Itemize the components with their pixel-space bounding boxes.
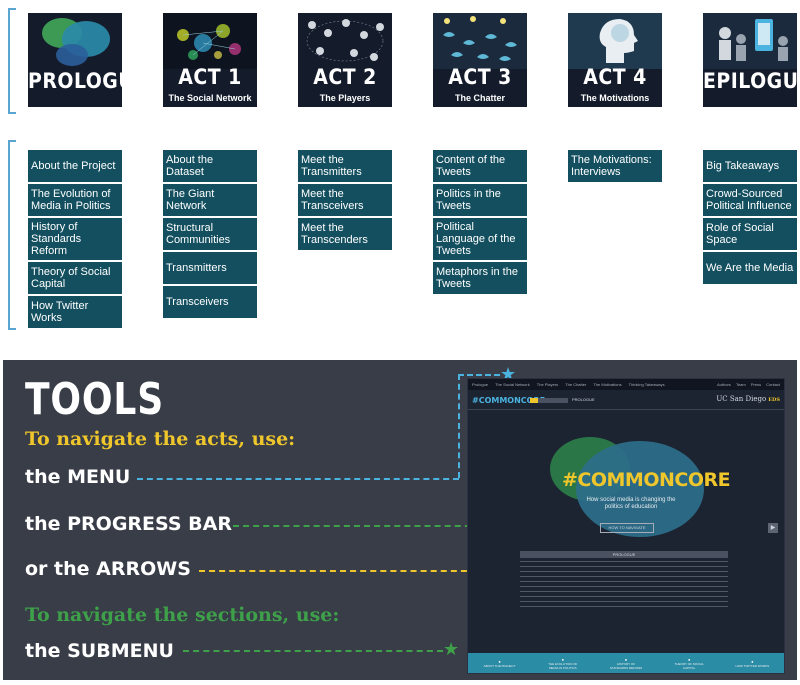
submenu-label: the SUBMENU [25,640,174,662]
submenu-item[interactable]: Meet the Transceivers [298,184,392,218]
submenu-item[interactable]: Transceivers [163,286,257,320]
tile-subtitle: The Chatter [454,93,505,103]
hero-tagline: How social media is changing the politic… [586,497,676,510]
sections-nav-heading: To navigate the sections, use: [25,604,340,626]
bracket-top [8,8,16,114]
acts-nav-heading: To navigate the acts, use: [25,428,296,450]
birds-chatter-icon [433,13,527,69]
submenu-item[interactable]: We Are the Media [703,252,797,286]
progress-bar-label: the PROGRESS BAR [25,513,232,535]
submenu-item[interactable]: Role of Social Space [703,218,797,252]
progress-connector [233,525,491,527]
submenu-act-4: The Motivations: Interviews [568,150,662,184]
submenu-item[interactable]: The Motivations: Interviews [568,150,662,184]
submenu-item[interactable]: Crowd-Sourced Political Influence [703,184,797,218]
submenu-item[interactable]: Politics in the Tweets [433,184,527,218]
section-label: PROLOGUE [520,551,728,558]
submenu-act-3: Content of the Tweets Politics in the Tw… [433,150,527,296]
submenu-item[interactable]: Meet the Transmitters [298,150,392,184]
arrows-label: or the ARROWS [25,558,191,580]
site-submenu-item[interactable]: HOW TWITTER WORKS [735,659,770,668]
site-submenu-item[interactable]: THEORY OF SOCIAL CAPITAL [672,657,706,670]
submenu-item[interactable]: The Giant Network [163,184,257,218]
bracket-bottom [8,140,16,330]
tools-panel: TOOLS To navigate the acts, use: the MEN… [3,360,797,680]
tile-title: ACT 2 [313,65,377,89]
submenu-item[interactable]: Content of the Tweets [433,150,527,184]
tile-title: ACT 4 [583,65,647,89]
site-divider [468,409,784,410]
tools-heading: TOOLS [25,374,165,425]
progress-label: PROLOGUE [572,397,595,402]
site-submenu-item[interactable]: ABOUT THE PROJECT [483,659,517,668]
tile-prologue[interactable]: PROLOGUE [28,13,122,107]
submenu-act-2: Meet the Transmitters Meet the Transceiv… [298,150,392,252]
tile-title: ACT 1 [178,65,242,89]
progress-fill [530,398,538,403]
submenu-item[interactable]: The Evolution of Media in Politics [28,184,122,218]
how-to-navigate-button[interactable]: HOW TO NAVIGATE [600,523,654,533]
submenu-epilogue: Big Takeaways Crowd-Sourced Political In… [703,150,797,286]
submenu-item[interactable]: Meet the Transcenders [298,218,392,252]
submenu-item[interactable]: How Twitter Works [28,296,122,330]
site-screenshot: Prologue The Social Network The Players … [467,378,785,674]
tile-act-3[interactable]: ACT 3 The Chatter [433,13,527,107]
tile-title: EPILOGUE [703,69,797,93]
submenu-item[interactable]: About the Dataset [163,150,257,184]
submenu-act-1: About the Dataset The Giant Network Stru… [163,150,257,320]
site-submenu-item[interactable]: HISTORY OF STANDARDS REFORM [609,657,643,670]
tile-subtitle: The Social Network [168,93,252,103]
speech-bubbles-icon [42,18,110,66]
network-graph-icon [163,13,257,69]
tile-act-1[interactable]: ACT 1 The Social Network [163,13,257,107]
hero-title: #COMMONCORE [562,469,731,491]
phone-crowd-icon [703,13,797,69]
tile-act-2[interactable]: ACT 2 The Players [298,13,392,107]
site-top-menu[interactable]: Prologue The Social Network The Players … [468,379,784,390]
menu-connector-top [458,374,500,376]
submenu-item[interactable]: Theory of Social Capital [28,262,122,296]
submenu-prologue: About the Project The Evolution of Media… [28,150,122,330]
blue-bubble-icon [576,441,704,537]
tile-subtitle: The Players [319,93,371,103]
site-progress-bar[interactable] [530,398,568,403]
submenu-item[interactable]: Metaphors in the Tweets [433,262,527,296]
section-body-text [520,561,728,611]
tile-epilogue[interactable]: EPILOGUE [703,13,797,107]
submenu-item[interactable]: Political Language of the Tweets [433,218,527,262]
players-icon [306,19,384,62]
star-icon: ★ [443,639,460,659]
menu-connector [137,478,459,480]
next-arrow-icon[interactable]: ▶ [768,523,778,533]
menu-connector-vertical [458,374,460,478]
submenu-item[interactable]: History of Standards Reform [28,218,122,262]
tile-act-4[interactable]: ACT 4 The Motivations [568,13,662,107]
site-submenu-item[interactable]: THE EVOLUTION OF MEDIA IN POLITICS [546,657,580,670]
submenu-item[interactable]: Big Takeaways [703,150,797,184]
tile-subtitle: The Motivations [580,93,650,103]
submenu-item[interactable]: Transmitters [163,252,257,286]
tile-title: PROLOGUE [28,69,122,93]
site-brand[interactable]: #COMMONCORE [472,396,546,405]
submenu-item[interactable]: About the Project [28,150,122,184]
tile-title: ACT 3 [448,65,512,89]
submenu-item[interactable]: Structural Communities [163,218,257,252]
submenu-connector [183,650,443,652]
menu-label: the MENU [25,466,131,488]
site-submenu[interactable]: ABOUT THE PROJECT THE EVOLUTION OF MEDIA… [468,653,784,673]
head-profile-icon [568,13,662,69]
